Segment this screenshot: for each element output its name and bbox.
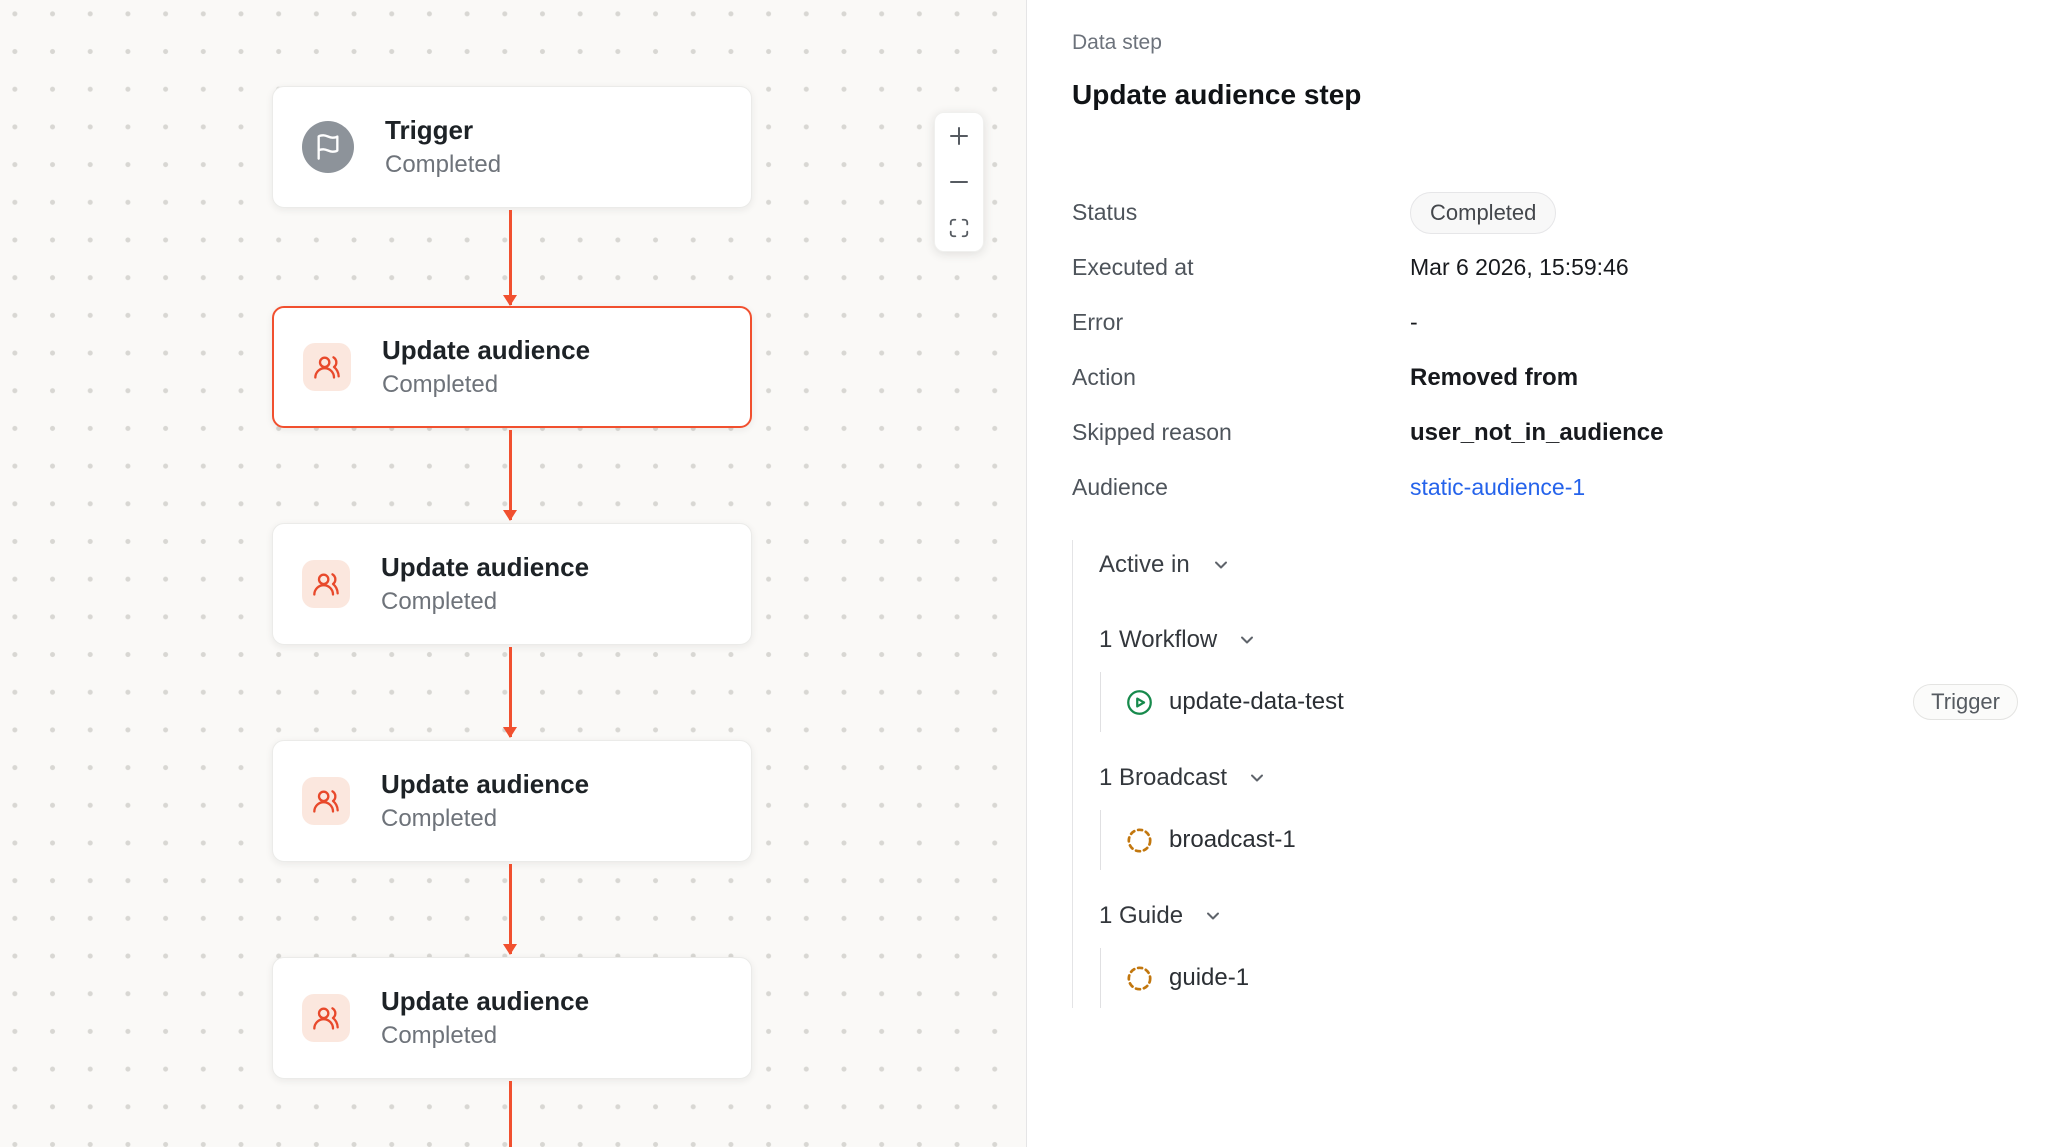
node-status: Completed xyxy=(381,588,498,615)
group-header-label: 1 Guide xyxy=(1099,902,1184,929)
node-update-audience-4[interactable]: Update audience Completed xyxy=(272,957,752,1079)
users-icon xyxy=(303,343,351,391)
node-status: Completed xyxy=(382,371,499,398)
fit-view-button[interactable] xyxy=(935,205,983,251)
workflow-canvas[interactable]: Trigger Completed Update audience Comple… xyxy=(0,0,1027,1147)
zoom-out-button[interactable] xyxy=(935,159,983,205)
users-icon xyxy=(302,777,350,825)
field-value: Mar 6 2026, 15:59:46 xyxy=(1410,254,1629,280)
node-title: Update audience xyxy=(381,986,590,1016)
fit-view-icon xyxy=(949,218,969,238)
field-label: Audience xyxy=(1072,474,1168,500)
field-value: user_not_in_audience xyxy=(1410,418,1664,446)
field-label: Status xyxy=(1072,199,1138,225)
field-label: Error xyxy=(1072,309,1124,335)
group-items-workflow: update-data-test Trigger xyxy=(1100,672,2018,732)
canvas-zoom-controls xyxy=(934,112,984,252)
users-icon xyxy=(302,994,350,1042)
zoom-in-button[interactable] xyxy=(935,113,983,159)
audience-link[interactable]: static-audience-1 xyxy=(1410,474,1586,500)
field-value: Removed from xyxy=(1410,363,1579,391)
node-title: Trigger xyxy=(385,115,474,145)
node-status: Completed xyxy=(385,151,502,178)
list-item-guide[interactable]: guide-1 xyxy=(1126,948,2018,1008)
connector-arrow xyxy=(503,1081,517,1147)
users-icon xyxy=(302,560,350,608)
field-row-error: Error - xyxy=(1072,295,2018,350)
field-label: Skipped reason xyxy=(1072,419,1232,445)
active-in-toggle[interactable]: Active in xyxy=(1099,540,2018,590)
field-row-executed-at: Executed at Mar 6 2026, 15:59:46 xyxy=(1072,240,2018,295)
active-in-label: Active in xyxy=(1099,551,1190,578)
group-items-guide: guide-1 xyxy=(1100,948,2018,1008)
group-header-workflow[interactable]: 1 Workflow xyxy=(1099,615,2018,665)
trigger-badge: Trigger xyxy=(1913,684,2018,720)
active-in-section: Active in 1 Workflow update-data-test xyxy=(1072,540,2018,1008)
node-update-audience-2[interactable]: Update audience Completed xyxy=(272,523,752,645)
field-label: Action xyxy=(1072,364,1136,390)
group-header-guide[interactable]: 1 Guide xyxy=(1099,891,2018,941)
flag-icon xyxy=(302,121,354,173)
node-update-audience-3[interactable]: Update audience Completed xyxy=(272,740,752,862)
status-badge: Completed xyxy=(1410,191,1557,234)
play-circle-icon xyxy=(1127,689,1152,715)
connector-arrow xyxy=(503,210,517,306)
list-item-broadcast[interactable]: broadcast-1 xyxy=(1126,810,2018,870)
node-title: Update audience xyxy=(381,769,590,799)
chevron-down-icon xyxy=(1207,912,1220,920)
group-header-broadcast[interactable]: 1 Broadcast xyxy=(1099,753,2018,803)
node-title: Update audience xyxy=(382,335,591,365)
item-name: broadcast-1 xyxy=(1169,826,1296,853)
step-details-panel: Data step Update audience step Status Co… xyxy=(1027,0,2048,1147)
chevron-down-icon xyxy=(1214,561,1227,569)
node-title: Update audience xyxy=(381,552,590,582)
panel-eyebrow: Data step xyxy=(1072,31,1162,54)
group-items-broadcast: broadcast-1 xyxy=(1100,810,2018,870)
page-title: Update audience step xyxy=(1072,79,1362,110)
item-name: update-data-test xyxy=(1169,688,1344,715)
dashed-circle-icon xyxy=(1127,965,1152,991)
group-header-label: 1 Workflow xyxy=(1099,626,1218,653)
list-item-workflow[interactable]: update-data-test Trigger xyxy=(1126,672,2018,732)
node-status: Completed xyxy=(381,805,498,832)
field-row-skipped-reason: Skipped reason user_not_in_audience xyxy=(1072,405,2018,460)
chevron-down-icon xyxy=(1251,774,1264,782)
field-row-audience: Audience static-audience-1 xyxy=(1072,460,2018,515)
field-value: - xyxy=(1410,309,1418,335)
chevron-down-icon xyxy=(1241,636,1254,644)
dashed-circle-icon xyxy=(1127,827,1152,853)
node-status: Completed xyxy=(381,1022,498,1049)
connector-arrow xyxy=(503,864,517,955)
node-trigger[interactable]: Trigger Completed xyxy=(272,86,752,208)
minus-icon xyxy=(950,181,968,183)
group-header-label: 1 Broadcast xyxy=(1099,764,1228,791)
field-row-status: Status Completed xyxy=(1072,185,2018,240)
node-update-audience-1[interactable]: Update audience Completed xyxy=(272,306,752,428)
item-name: guide-1 xyxy=(1169,964,1250,991)
connector-arrow xyxy=(503,430,517,521)
field-label: Executed at xyxy=(1072,254,1194,280)
field-row-action: Action Removed from xyxy=(1072,350,2018,405)
connector-arrow xyxy=(503,647,517,738)
plus-icon xyxy=(950,127,968,145)
field-list: Status Completed Executed at Mar 6 2026,… xyxy=(1072,185,2018,515)
